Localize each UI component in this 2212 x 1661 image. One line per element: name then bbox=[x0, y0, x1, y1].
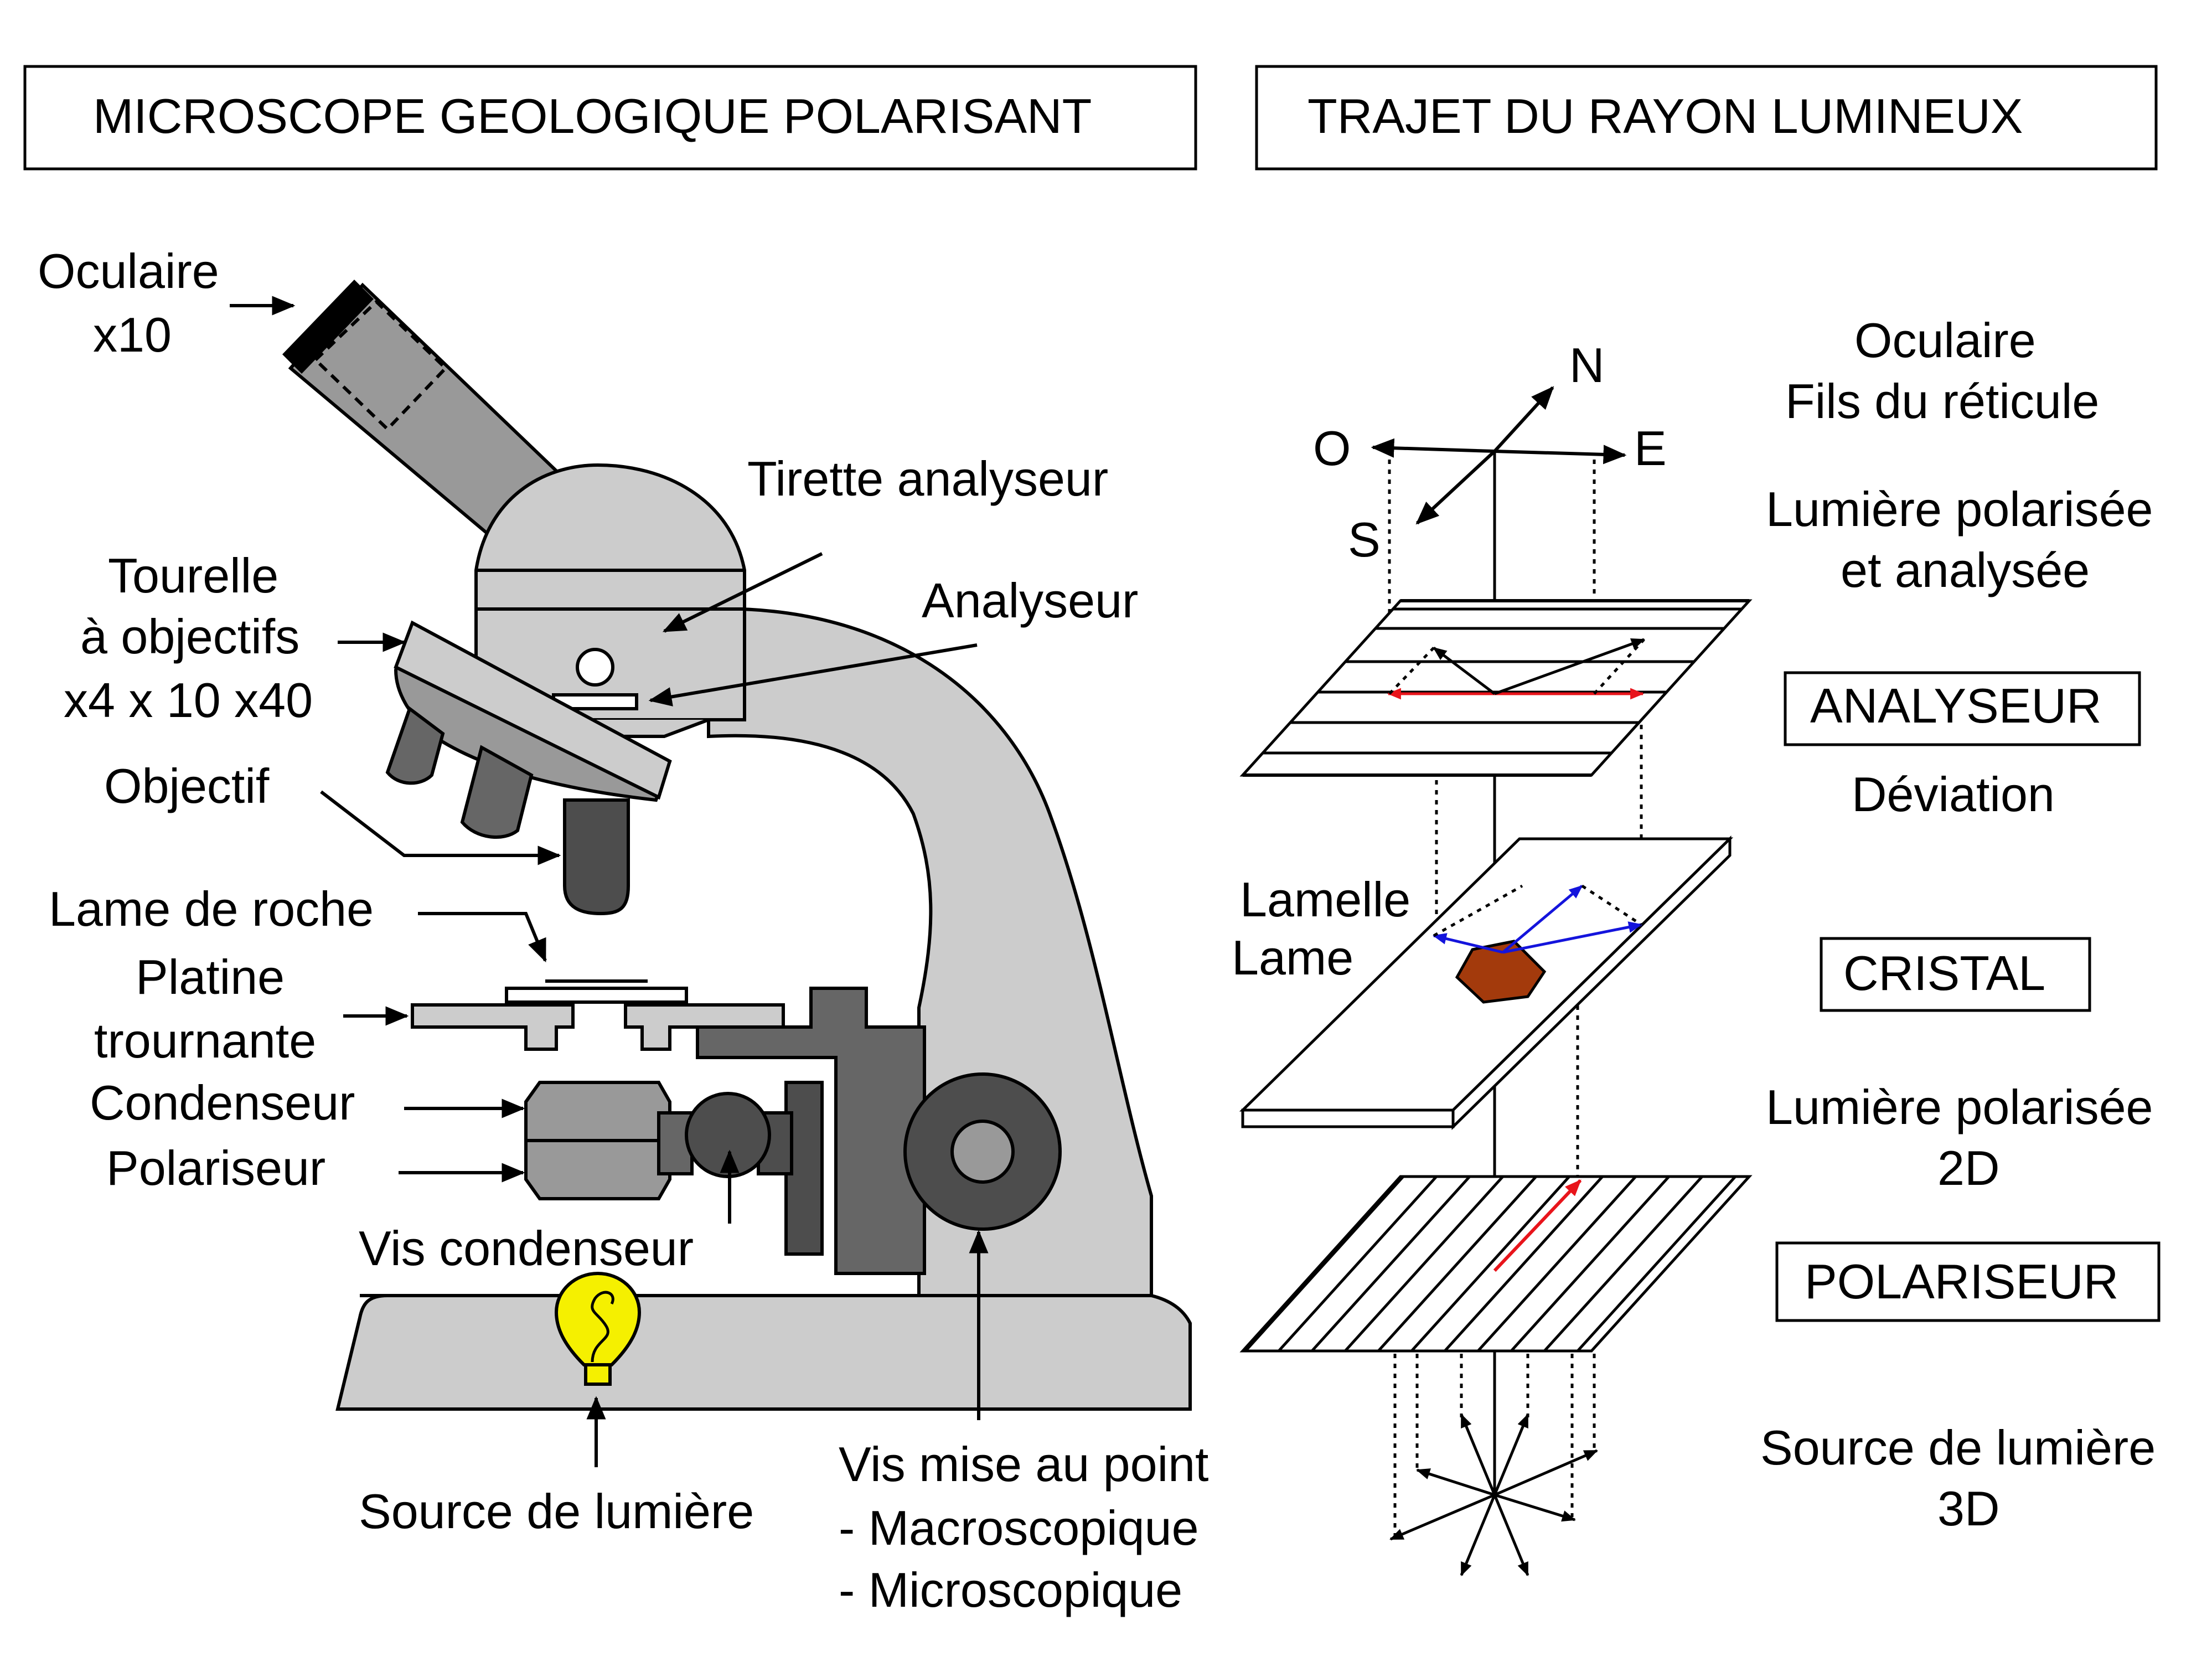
base bbox=[335, 1294, 1192, 1411]
svg-text:MICROSCOPE GEOLOGIQUE POLARISA: MICROSCOPE GEOLOGIQUE POLARISANT bbox=[93, 89, 1092, 143]
bulb-icon bbox=[554, 1271, 642, 1386]
platine-left bbox=[411, 1003, 575, 1051]
svg-text:ANALYSEUR: ANALYSEUR bbox=[1810, 678, 2102, 733]
svg-text:Tourelle: Tourelle bbox=[108, 548, 278, 603]
svg-text:Polariseur: Polariseur bbox=[106, 1141, 325, 1195]
svg-text:N: N bbox=[1569, 338, 1605, 393]
svg-text:2D: 2D bbox=[1937, 1141, 2000, 1195]
platine-right bbox=[624, 1003, 785, 1051]
svg-text:Fils du réticule: Fils du réticule bbox=[1785, 374, 2099, 429]
source-rays bbox=[1389, 1414, 1598, 1576]
svg-text:- Microscopique: - Microscopique bbox=[839, 1562, 1182, 1617]
microscope-body bbox=[282, 280, 1192, 1411]
polariseur-box: POLARISEUR bbox=[1775, 1241, 2161, 1322]
svg-text:Déviation: Déviation bbox=[1852, 767, 2055, 822]
svg-text:Platine: Platine bbox=[136, 950, 285, 1004]
svg-text:Lumière polarisée: Lumière polarisée bbox=[1766, 482, 2153, 537]
svg-text:x10: x10 bbox=[93, 307, 172, 362]
svg-text:x4 x 10 x40: x4 x 10 x40 bbox=[64, 673, 313, 728]
svg-text:Condenseur: Condenseur bbox=[90, 1075, 355, 1130]
compass: N O E S bbox=[1313, 338, 1667, 567]
cristal-box: CRISTAL bbox=[1820, 937, 2091, 1012]
objective-left bbox=[385, 706, 445, 785]
svg-text:Tirette analyseur: Tirette analyseur bbox=[747, 451, 1108, 506]
svg-text:Lamelle: Lamelle bbox=[1240, 872, 1410, 927]
svg-text:Oculaire: Oculaire bbox=[1854, 313, 2036, 368]
light-path: N O E S bbox=[1232, 313, 2161, 1576]
svg-text:Lame de roche: Lame de roche bbox=[49, 881, 374, 936]
lamelle-plate bbox=[1239, 835, 1734, 1130]
condenser bbox=[524, 1081, 671, 1142]
lame-de-roche bbox=[505, 987, 688, 1004]
analyseur-box: ANALYSEUR bbox=[1784, 671, 2141, 746]
svg-text:Objectif: Objectif bbox=[104, 759, 270, 813]
polariser bbox=[524, 1139, 671, 1200]
svg-text:TRAJET DU RAYON LUMINEUX: TRAJET DU RAYON LUMINEUX bbox=[1307, 89, 2023, 143]
eyepiece-cap bbox=[282, 280, 374, 374]
title-right: TRAJET DU RAYON LUMINEUX bbox=[1255, 65, 2158, 171]
objective-mid bbox=[460, 745, 534, 839]
svg-text:Lame: Lame bbox=[1232, 930, 1353, 985]
svg-text:S: S bbox=[1348, 512, 1381, 567]
polariseur-plate bbox=[1239, 1175, 1753, 1353]
condenser-bracket bbox=[784, 1081, 824, 1256]
stage-block bbox=[696, 987, 926, 1275]
svg-text:Source de lumière: Source de lumière bbox=[1760, 1420, 2156, 1475]
title-left: MICROSCOPE GEOLOGIQUE POLARISANT bbox=[23, 65, 1197, 171]
svg-text:Lumière polarisée: Lumière polarisée bbox=[1766, 1080, 2153, 1134]
svg-text:et analysée: et analysée bbox=[1841, 543, 2090, 597]
focus-knob-inner bbox=[950, 1120, 1015, 1184]
svg-text:Source de lumière: Source de lumière bbox=[359, 1484, 754, 1539]
svg-text:trournante: trournante bbox=[94, 1013, 316, 1068]
svg-text:POLARISEUR: POLARISEUR bbox=[1805, 1254, 2118, 1309]
objective-main bbox=[563, 798, 630, 916]
svg-text:3D: 3D bbox=[1937, 1481, 2000, 1536]
svg-text:CRISTAL: CRISTAL bbox=[1843, 946, 2045, 1000]
svg-text:- Macroscopique: - Macroscopique bbox=[839, 1500, 1199, 1555]
svg-text:Vis mise au point: Vis mise au point bbox=[839, 1437, 1209, 1492]
head bbox=[474, 463, 746, 721]
svg-text:Analyseur: Analyseur bbox=[922, 573, 1138, 628]
svg-text:à objectifs: à objectifs bbox=[80, 609, 299, 664]
analyseur-plate bbox=[1239, 599, 1753, 777]
microscope-labels: Oculaire x10 Tirette analyseur Analyseur… bbox=[38, 244, 1209, 1617]
svg-text:O: O bbox=[1313, 421, 1351, 476]
svg-text:Oculaire: Oculaire bbox=[38, 244, 219, 298]
analyseur-knob bbox=[576, 648, 614, 687]
svg-text:E: E bbox=[1634, 421, 1667, 476]
svg-text:Vis condenseur: Vis condenseur bbox=[359, 1221, 694, 1276]
